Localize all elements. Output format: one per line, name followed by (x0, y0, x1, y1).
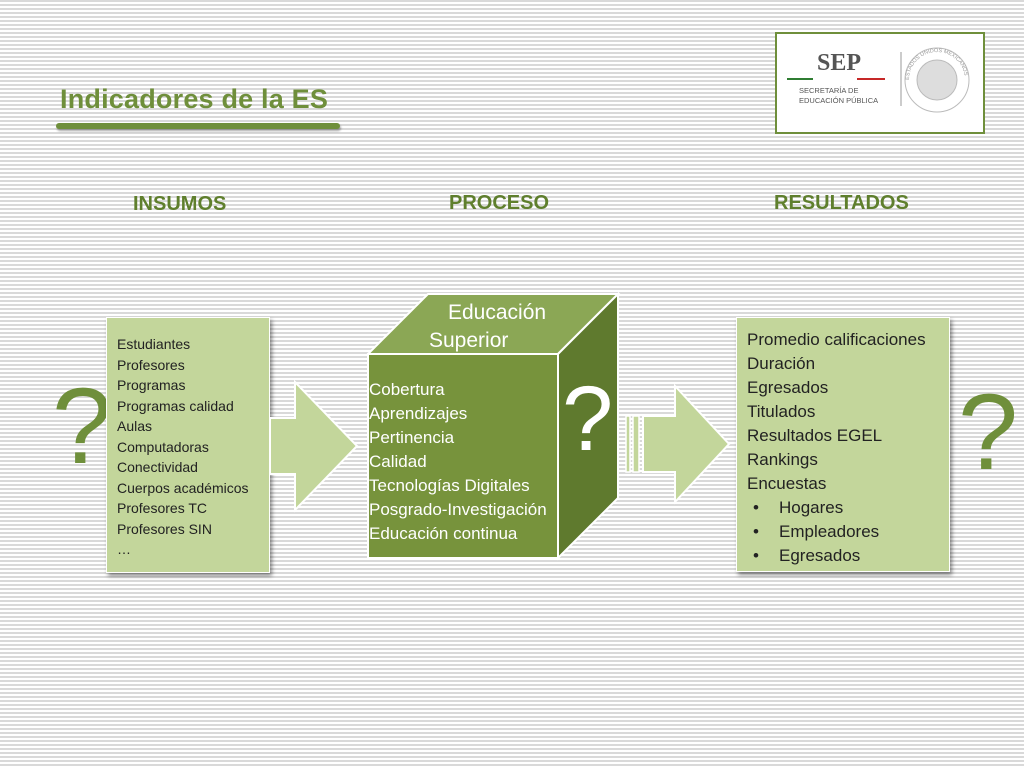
resultados-item: Rankings (747, 450, 818, 469)
arrow-shape (269, 379, 359, 513)
insumos-item: Profesores SIN (117, 520, 212, 537)
resultados-item: Resultados EGEL (747, 426, 883, 445)
arrow-proceso-resultados (625, 383, 731, 505)
insumos-item: Programas (117, 377, 186, 393)
insumos-item: Profesores (117, 356, 185, 373)
insumos-panel: Estudiantes Profesores Programas Program… (106, 317, 270, 573)
eagle-icon (916, 59, 958, 101)
question-mark-left: ? (52, 365, 113, 486)
arrow-insumos-proceso (269, 379, 359, 513)
cube-item: Posgrado-Investigación (369, 500, 547, 519)
cube-item: Cobertura (369, 380, 445, 399)
header-insumos: INSUMOS (133, 193, 227, 215)
cube-item: Calidad (369, 452, 427, 471)
insumos-list: Estudiantes Profesores Programas Program… (117, 334, 269, 560)
arrow-stripe (625, 415, 631, 473)
insumos-item: Computadoras (117, 438, 209, 455)
insumos-item: Estudiantes (117, 336, 191, 352)
sep-logo: SEP SECRETARÍA DE EDUCACIÓN PÚBLICA ESTA… (775, 32, 985, 134)
education-cube: Educación Superior ? (365, 291, 621, 561)
cube-item: Tecnologías Digitales (369, 476, 530, 495)
logo-line2: EDUCACIÓN PÚBLICA (799, 96, 878, 105)
page-title: Indicadores de la ES (60, 84, 329, 114)
insumos-item: Profesores TC (117, 500, 207, 516)
cube-title-line1: Educación (448, 301, 546, 324)
cube-front-face (367, 353, 559, 559)
resultados-list: Promedio calificaciones Duración Egresad… (747, 328, 949, 568)
question-mark-right: ? (958, 371, 1019, 492)
header-resultados: RESULTADOS (774, 192, 909, 214)
insumos-item: Cuerpos académicos (117, 479, 249, 496)
resultados-bullet: Empleadores (747, 520, 949, 544)
cube-items: Cobertura Aprendizajes Pertinencia Calid… (369, 378, 547, 546)
cube-title-line2: Superior (429, 329, 508, 352)
cube-item: Pertinencia (369, 428, 455, 447)
resultados-item: Promedio calificaciones (747, 330, 926, 349)
insumos-item: Conectividad (117, 459, 198, 475)
sep-logo-graphic: SEP SECRETARÍA DE EDUCACIÓN PÚBLICA ESTA… (787, 47, 970, 113)
insumos-item: … (117, 541, 131, 557)
insumos-item: Aulas (117, 418, 153, 434)
cube-question-mark: ? (562, 368, 613, 470)
resultados-item: Duración (747, 354, 816, 373)
seal-icon (904, 47, 970, 113)
resultados-bullet: Egresados (747, 544, 949, 568)
logo-brand: SEP (817, 50, 861, 76)
resultados-item: Encuestas (747, 474, 827, 493)
header-proceso: PROCESO (449, 192, 550, 214)
cube-item: Educación continua (369, 524, 518, 543)
arrow-shape (642, 383, 731, 505)
resultados-item: Titulados (747, 402, 816, 421)
title-underline (56, 123, 340, 129)
insumos-item: Programas calidad (117, 397, 234, 414)
arrow-stripe (632, 415, 640, 473)
resultados-item: Egresados (747, 378, 829, 397)
resultados-panel: Promedio calificaciones Duración Egresad… (736, 317, 950, 572)
resultados-bullet: Hogares (747, 496, 949, 520)
cube-item: Aprendizajes (369, 404, 468, 423)
logo-line1: SECRETARÍA DE (799, 86, 858, 95)
